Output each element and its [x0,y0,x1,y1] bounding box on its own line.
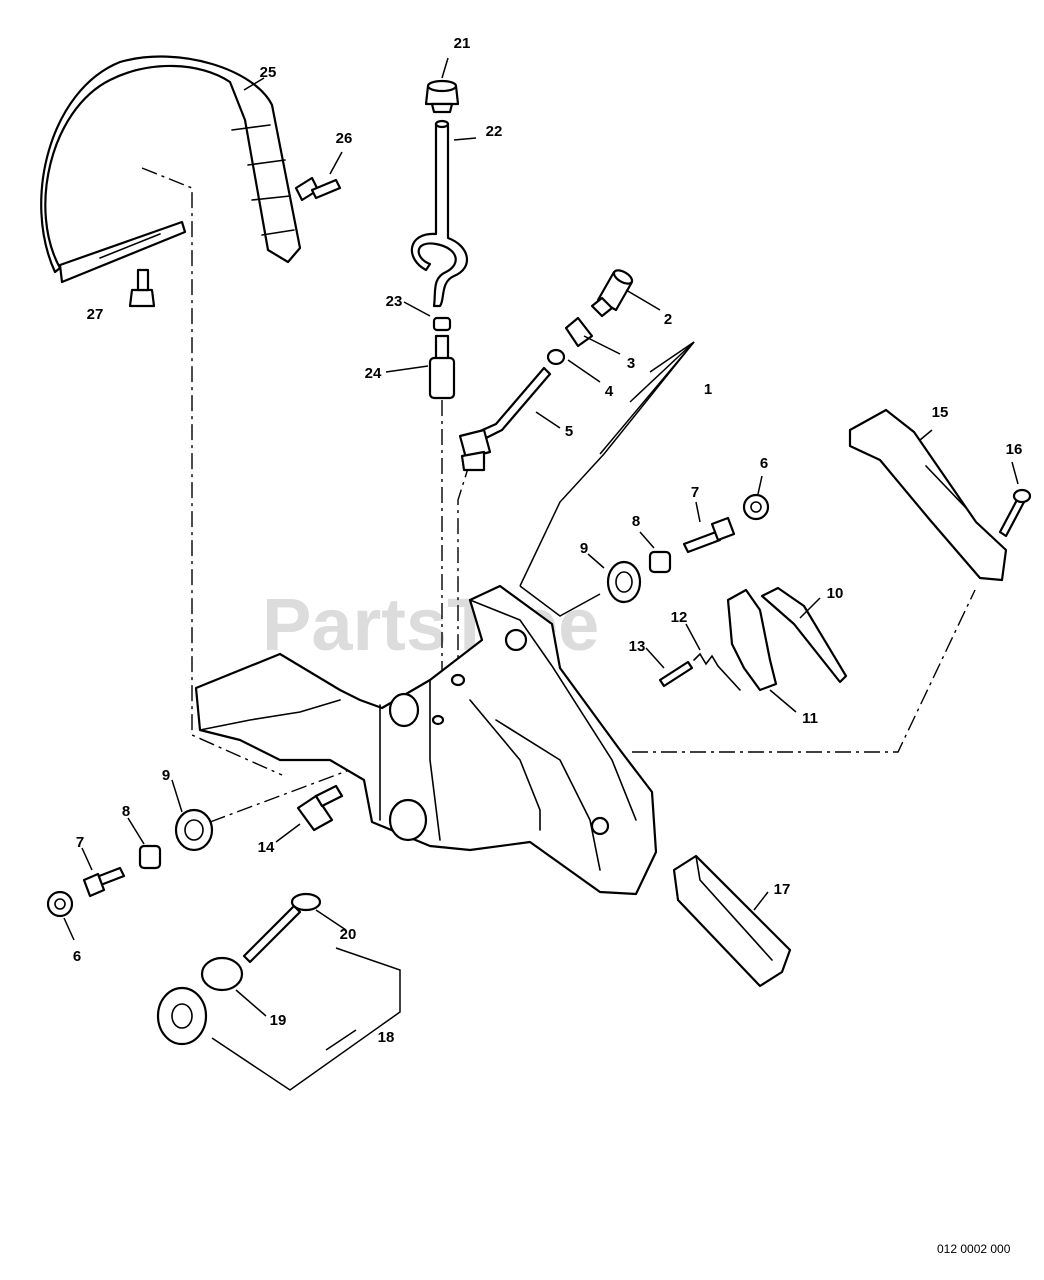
bolt-27 [128,268,156,308]
callout-22: 22 [486,123,503,140]
callout-18: 18 [378,1029,395,1046]
callout-6-right: 6 [760,455,768,472]
callout-9-right: 9 [580,540,588,557]
pin-13 [658,660,694,688]
callout-26: 26 [336,130,353,147]
callout-9-left: 9 [162,767,170,784]
bushing-9-right [606,560,642,604]
callout-14: 14 [258,839,275,856]
throttle-lock-10 [760,586,848,684]
fitting-14 [296,784,344,832]
callout-20: 20 [340,926,357,943]
callout-15: 15 [932,404,949,421]
callout-13: 13 [629,638,646,655]
callout-24: 24 [365,365,382,382]
callout-23: 23 [386,293,403,310]
spring-12 [693,652,741,691]
bolt-7-right [682,516,736,554]
alignment-lines [141,167,976,823]
callout-1: 1 [704,381,712,398]
spacer-8-left [138,844,162,870]
oil-hose-5 [458,366,552,472]
oil-fitting-3 [564,316,594,348]
callout-7-left: 7 [76,834,84,851]
callout-25: 25 [260,64,277,81]
callout-8-right: 8 [632,513,640,530]
bolt-7-left [82,866,126,898]
diagram-code: 012 0002 000 [937,1242,1011,1256]
callout-3: 3 [627,355,635,372]
oil-filter-2 [590,269,634,318]
fuel-filter-24 [428,334,456,400]
fuel-hose-22 [410,119,469,308]
callout-11: 11 [802,710,818,727]
grip-15 [848,408,1008,582]
callouts: 21 22 25 26 27 23 24 2 3 1 4 5 15 16 6 7… [73,35,1023,1046]
callout-8-left: 8 [122,803,130,820]
callout-5: 5 [565,423,573,440]
callout-16: 16 [1006,441,1023,458]
callout-10: 10 [827,585,844,602]
bushing-9-left [174,808,214,852]
spacer-8-right [648,550,672,574]
cap-strap-20 [242,892,322,964]
rear-handle-housing [194,584,658,896]
cap-assembly-18 [156,986,208,1046]
collar-23 [432,316,452,332]
callout-17: 17 [774,881,791,898]
front-handle-25 [40,55,302,284]
ring-4 [546,348,566,366]
nut-6-left [46,890,74,918]
callout-7-right: 7 [691,484,699,501]
cushion-17 [672,854,792,988]
callout-6-left: 6 [73,948,81,965]
o-ring-19 [200,956,244,992]
screw-16 [998,488,1032,538]
callout-21: 21 [454,35,471,52]
callout-19: 19 [270,1012,287,1029]
leader-lines [63,57,1019,1091]
callout-2: 2 [664,311,672,328]
callout-4: 4 [605,383,614,400]
callout-12: 12 [671,609,688,626]
throttle-trigger-11 [726,588,778,692]
bolt-26 [294,176,342,202]
nut-6-right [742,493,770,521]
grommet-21 [424,79,460,114]
callout-27: 27 [87,306,104,323]
